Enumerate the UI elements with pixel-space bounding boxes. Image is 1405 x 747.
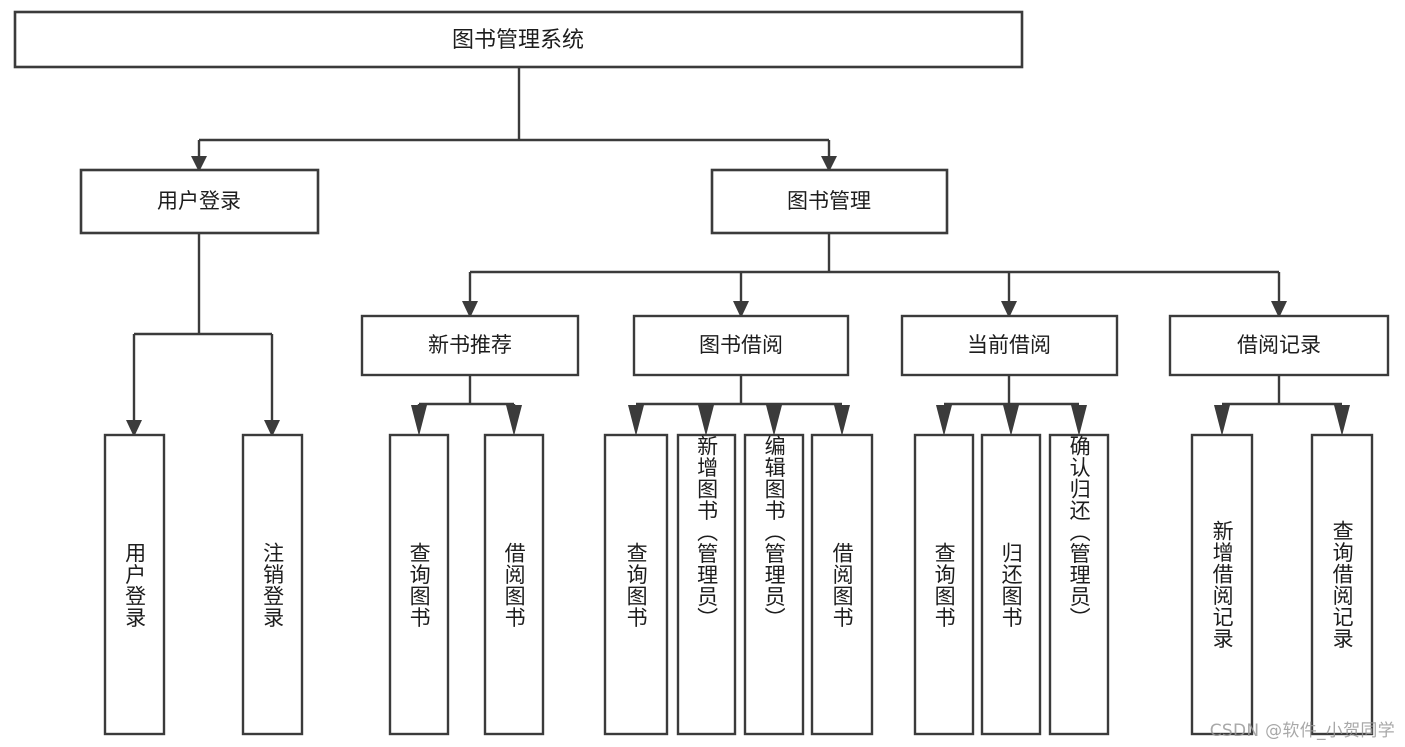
- arrowhead-newbook-leaf-1: [411, 405, 427, 436]
- connector-group-current-borrow: [936, 375, 1087, 436]
- node-book-management-box[interactable]: [710, 168, 949, 235]
- arrowhead-book-child-2: [733, 301, 749, 318]
- leaf-box-bb-add-book[interactable]: [676, 433, 737, 736]
- leaf-box-user-logout[interactable]: [241, 433, 304, 736]
- leaf-box-user-login[interactable]: [103, 433, 166, 736]
- arrowhead-user-leaf-2: [264, 420, 280, 437]
- arrowhead-current-leaf-3: [1071, 405, 1087, 436]
- node-root-label: 图书管理系统: [452, 28, 584, 53]
- node-new-book-recommend-label: 新书推荐: [428, 333, 512, 357]
- node-root[interactable]: 图书管理系统: [13, 10, 1024, 69]
- node-borrow-records[interactable]: 借阅记录: [1168, 314, 1390, 377]
- arrowhead-borrow-leaf-4: [834, 405, 850, 436]
- node-book-borrow[interactable]: 图书借阅: [632, 314, 850, 377]
- arrowhead-records-leaf-2: [1334, 405, 1350, 436]
- arrowhead-borrow-leaf-1: [628, 405, 644, 436]
- node-current-borrow-box[interactable]: [900, 314, 1119, 377]
- node-current-borrow[interactable]: 当前借阅: [900, 314, 1119, 377]
- leaf-box-bb-query-book[interactable]: [603, 433, 669, 736]
- node-user-login-label: 用户登录: [157, 189, 241, 213]
- arrowhead-current-leaf-1: [936, 405, 952, 436]
- arrowhead-user-leaf-1: [126, 420, 142, 437]
- leaf-box-nb-borrow-book[interactable]: [483, 433, 545, 736]
- leaf-box-br-query-record[interactable]: [1310, 433, 1374, 736]
- leaf-box-cb-query-book[interactable]: [913, 433, 975, 736]
- leaf-box-cb-confirm-return[interactable]: [1048, 433, 1110, 736]
- node-new-book-recommend-box[interactable]: [360, 314, 580, 377]
- leaf-box-br-add-record[interactable]: [1190, 433, 1254, 736]
- connector-group-root: [191, 67, 837, 172]
- node-user-login-box[interactable]: [79, 168, 320, 235]
- leaf-box-cb-return-book[interactable]: [980, 433, 1042, 736]
- node-root-box[interactable]: [13, 10, 1024, 69]
- arrowhead-borrow-leaf-3: [766, 405, 782, 436]
- arrowhead-book-child-3: [1001, 301, 1017, 318]
- node-book-management-label: 图书管理: [787, 189, 871, 213]
- arrowhead-borrow-leaf-2: [698, 405, 714, 436]
- arrowhead-records-leaf-1: [1214, 405, 1230, 436]
- connector-group-user-login: [126, 233, 280, 437]
- leaf-box-nb-query-book[interactable]: [388, 433, 450, 736]
- connector-group-borrow: [628, 375, 850, 436]
- leaf-box-bb-edit-book[interactable]: [743, 433, 805, 736]
- node-borrow-records-label: 借阅记录: [1237, 333, 1321, 357]
- node-user-login[interactable]: 用户登录: [79, 168, 320, 235]
- node-borrow-records-box[interactable]: [1168, 314, 1390, 377]
- arrowhead-to-user-login: [191, 156, 207, 172]
- arrowhead-book-child-1: [462, 301, 478, 318]
- node-current-borrow-label: 当前借阅: [967, 333, 1051, 357]
- node-book-management[interactable]: 图书管理: [710, 168, 949, 235]
- node-new-book-recommend[interactable]: 新书推荐: [360, 314, 580, 377]
- connector-group-records: [1214, 375, 1350, 436]
- watermark-text: CSDN @软件_小贺同学: [1209, 721, 1395, 741]
- connector-group-book-mgmt: [462, 233, 1287, 318]
- connector-group-new-book: [411, 375, 522, 436]
- leaf-box-bb-borrow-book[interactable]: [810, 433, 874, 736]
- arrowhead-to-book-mgmt: [821, 156, 837, 172]
- node-book-borrow-box[interactable]: [632, 314, 850, 377]
- arrowhead-current-leaf-2: [1003, 405, 1019, 436]
- arrowhead-newbook-leaf-2: [506, 405, 522, 436]
- arrowhead-book-child-4: [1271, 301, 1287, 318]
- node-book-borrow-label: 图书借阅: [699, 333, 783, 357]
